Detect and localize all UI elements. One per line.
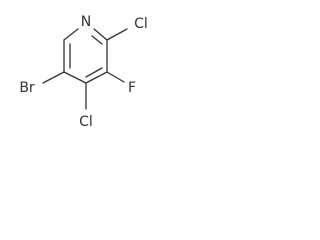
bond-c2-cl bbox=[106, 28, 128, 41]
bond-c4-c5 bbox=[63, 71, 87, 84]
bond-c6-n1 bbox=[63, 28, 79, 41]
bond-c3-c4 bbox=[85, 71, 108, 84]
atom-label-chlorine-top: Cl bbox=[134, 16, 148, 32]
bond-c3-c4-double bbox=[85, 67, 103, 78]
atom-label-nitrogen: N bbox=[81, 14, 91, 30]
atom-label-bromine: Br bbox=[19, 80, 35, 96]
bond-c5-br bbox=[42, 71, 65, 84]
atom-label-chlorine-bottom: Cl bbox=[79, 114, 93, 130]
bond-n1-c2 bbox=[93, 28, 108, 41]
bond-n1-c2-double bbox=[91, 35, 103, 45]
pyridine-structure: N Cl F Cl Br bbox=[19, 14, 148, 130]
atom-label-fluorine: F bbox=[128, 80, 136, 96]
bond-c3-f bbox=[106, 71, 125, 83]
chemical-structure-diagram: N Cl F Cl Br bbox=[0, 0, 164, 138]
